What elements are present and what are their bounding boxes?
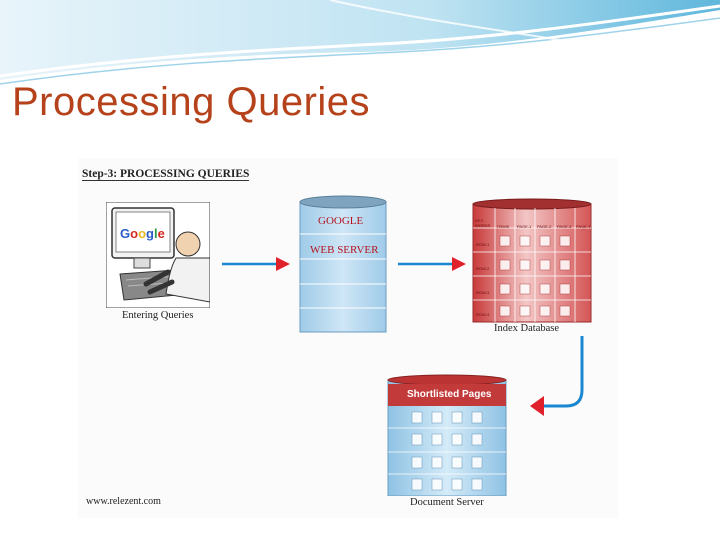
google-screen-logo: Google (120, 226, 165, 241)
db-header-page-1: PAGE-1 (517, 224, 532, 229)
shortlisted-pages-banner: Shortlisted Pages (407, 389, 492, 400)
db-header-more: ... (582, 226, 586, 231)
header-wave-decoration (0, 0, 720, 85)
db-header-page-4: PAGE-4 (576, 224, 591, 229)
db-row-2: ROW-2 (476, 266, 490, 271)
db-row-4: ROW-4 (476, 312, 490, 317)
web-server-label: WEB SERVER (310, 244, 379, 256)
caption-index-database: Index Database (494, 323, 560, 334)
arrow-curved-down-left-icon (530, 336, 584, 416)
db-header-page-2: PAGE-2 (537, 224, 552, 229)
step-title: Step-3: PROCESSING QUERIES (82, 168, 250, 181)
caption-entering-queries: Entering Queries (122, 310, 194, 321)
arrow-right-icon (398, 257, 466, 271)
db-row-3: ROW-3 (476, 290, 490, 295)
web-server-cylinder (299, 195, 387, 333)
web-server-label-google: GOOGLE (318, 215, 364, 227)
user-at-computer-illustration: Google (106, 202, 210, 308)
slide-title: Processing Queries (12, 80, 371, 124)
db-header-page-3: PAGE-3 (557, 224, 572, 229)
index-database-cylinder (472, 198, 592, 323)
caption-document-server: Document Server (410, 497, 484, 508)
db-header-items: ITEMS (497, 224, 510, 229)
db-row-1: ROW-1 (476, 242, 490, 247)
arrow-right-icon (222, 257, 290, 271)
document-server-cylinder (387, 374, 507, 496)
db-header-keywords: KEY-WORDS (475, 218, 491, 228)
website-credit: www.relezent.com (86, 496, 161, 507)
